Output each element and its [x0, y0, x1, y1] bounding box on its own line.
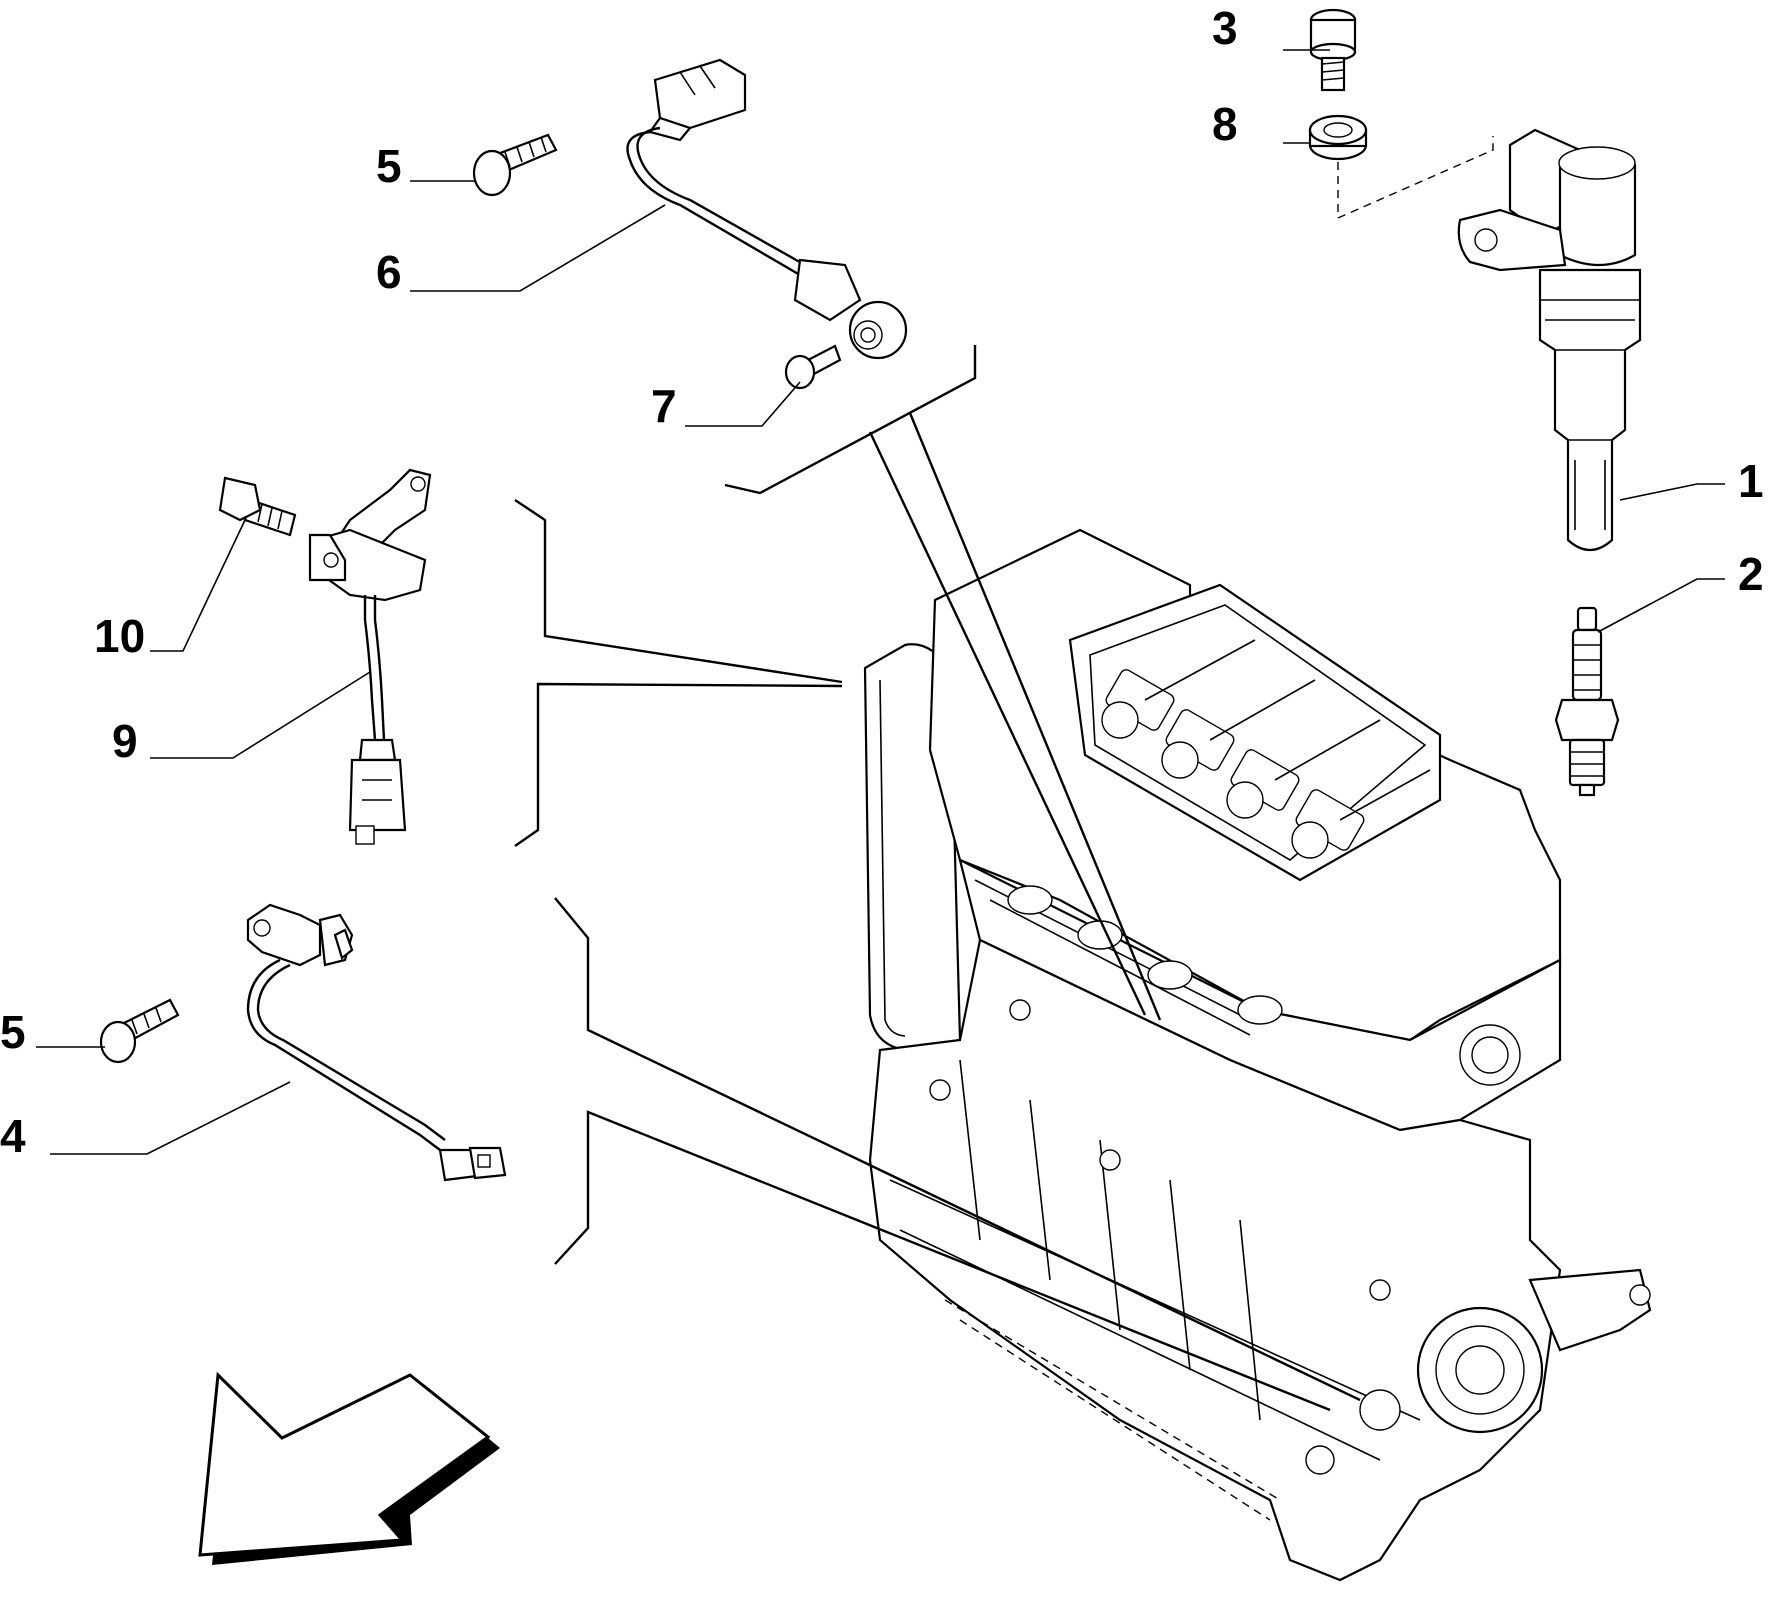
callout-9: 9: [112, 715, 138, 767]
callout-7: 7: [651, 380, 677, 432]
callout-8: 8: [1212, 98, 1238, 150]
camshaft-sensor-icon: [308, 468, 432, 845]
engine-block-icon: [863, 528, 1652, 1582]
callout-4: 4: [0, 1110, 26, 1162]
spark-plug-icon: [1554, 606, 1620, 797]
bolt-icon: [99, 998, 180, 1064]
bolt-icon: [784, 344, 842, 390]
callout-1: 1: [1738, 455, 1764, 507]
callout-3: 3: [1212, 2, 1238, 54]
callout-6: 6: [376, 246, 402, 298]
bolt-icon: [218, 476, 297, 537]
callout-5-lower: 5: [0, 1006, 26, 1058]
washer-icon: [1308, 114, 1368, 161]
ignition-coil-icon: [1457, 128, 1642, 552]
crankshaft-sensor-icon: [246, 903, 507, 1182]
callout-5-top: 5: [376, 140, 402, 192]
callout-2: 2: [1738, 548, 1764, 600]
front-direction-arrow-icon: [198, 1371, 500, 1565]
bolt-icon: [1309, 8, 1357, 92]
knock-sensor-icon: [626, 58, 908, 360]
callout-leaders: [36, 49, 1725, 1155]
callout-10: 10: [94, 610, 145, 662]
bolt-icon: [472, 133, 558, 197]
leader-lines: [514, 136, 1494, 1412]
